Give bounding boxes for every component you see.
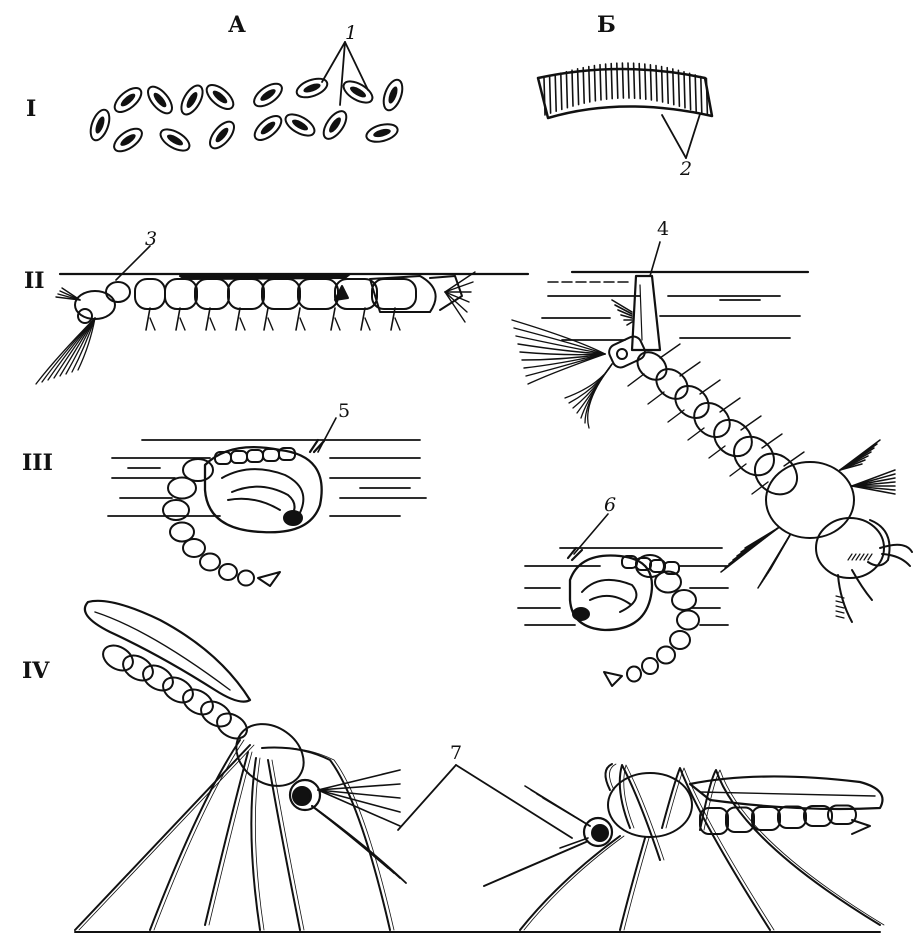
leg	[75, 745, 250, 930]
body-segment	[298, 279, 338, 309]
egg	[380, 77, 406, 113]
egg	[177, 82, 207, 118]
abdomen-segment	[163, 500, 189, 520]
body-segment	[707, 412, 759, 463]
egg	[110, 124, 145, 155]
callout-2: 2	[680, 158, 692, 180]
larva-culex	[512, 276, 912, 622]
body-segment	[650, 363, 693, 405]
abdomen-segment	[238, 571, 254, 586]
thorax	[224, 711, 315, 798]
abdomen-segment	[219, 564, 237, 580]
eggs-scattered-anopheles	[87, 75, 406, 156]
callout-7: 7	[450, 742, 462, 764]
callout-4: 4	[657, 218, 669, 240]
abdomen-segment	[627, 667, 641, 682]
egg-raft-culex	[538, 63, 712, 118]
abdomen-segment	[168, 478, 196, 499]
leg	[205, 752, 248, 925]
leg	[700, 770, 880, 925]
callout-6: 6	[604, 494, 616, 516]
body-segment	[632, 347, 672, 386]
row-label-ii: II	[24, 268, 45, 294]
egg	[319, 107, 350, 142]
cephalothorax	[205, 447, 322, 532]
body-segment	[747, 445, 806, 503]
eye	[293, 787, 311, 805]
larva-anopheles	[36, 272, 475, 384]
abdomen-segment	[200, 554, 220, 571]
thorax	[766, 462, 854, 538]
paddle	[604, 672, 622, 686]
abdomen-segment	[119, 650, 158, 685]
pupa-culex	[568, 548, 699, 686]
egg	[364, 121, 399, 145]
leg	[262, 748, 390, 931]
abdomen-segment	[99, 640, 138, 675]
callout-3: 3	[145, 228, 157, 250]
egg	[87, 107, 113, 143]
leg	[620, 838, 645, 930]
abdomen-segment	[672, 590, 696, 610]
body-segment	[726, 429, 781, 483]
row-label-iv: IV	[22, 658, 49, 684]
row-label-i: I	[26, 96, 36, 122]
egg	[251, 112, 286, 145]
eye	[592, 825, 608, 841]
paddle	[258, 572, 280, 586]
egg	[144, 83, 177, 118]
callout-7-lines	[398, 765, 572, 838]
body-segment	[228, 279, 264, 309]
callout-5-line	[318, 418, 336, 452]
abdomen-segment	[778, 807, 806, 829]
egg	[282, 110, 318, 140]
callout-5: 5	[338, 400, 350, 422]
callout-1: 1	[345, 22, 357, 44]
egg	[206, 118, 239, 153]
column-label-a: А	[228, 12, 246, 38]
pupa-anopheles	[163, 440, 324, 586]
body-segment	[195, 279, 229, 309]
egg	[157, 125, 193, 155]
head	[816, 518, 884, 578]
abdomen-segment	[183, 539, 205, 557]
body-segment	[262, 279, 300, 309]
adult-culex	[484, 764, 884, 930]
egg	[203, 81, 238, 114]
body-segment	[165, 279, 197, 309]
abdomen-segment	[213, 708, 252, 743]
column-label-b: Б	[597, 12, 616, 38]
water-surface-row2-right	[542, 272, 808, 340]
egg	[111, 84, 146, 117]
abdomen-segment	[670, 631, 690, 649]
siphon	[632, 276, 660, 350]
adult-anopheles	[75, 601, 406, 930]
callout-2-lines	[662, 114, 700, 158]
abdomen-segment	[642, 658, 658, 674]
abdomen-segment	[677, 611, 699, 630]
egg	[340, 77, 376, 107]
row-label-iii: III	[22, 450, 53, 476]
egg	[250, 79, 285, 110]
body-segment	[135, 279, 165, 309]
abdomen-segment	[657, 647, 675, 664]
